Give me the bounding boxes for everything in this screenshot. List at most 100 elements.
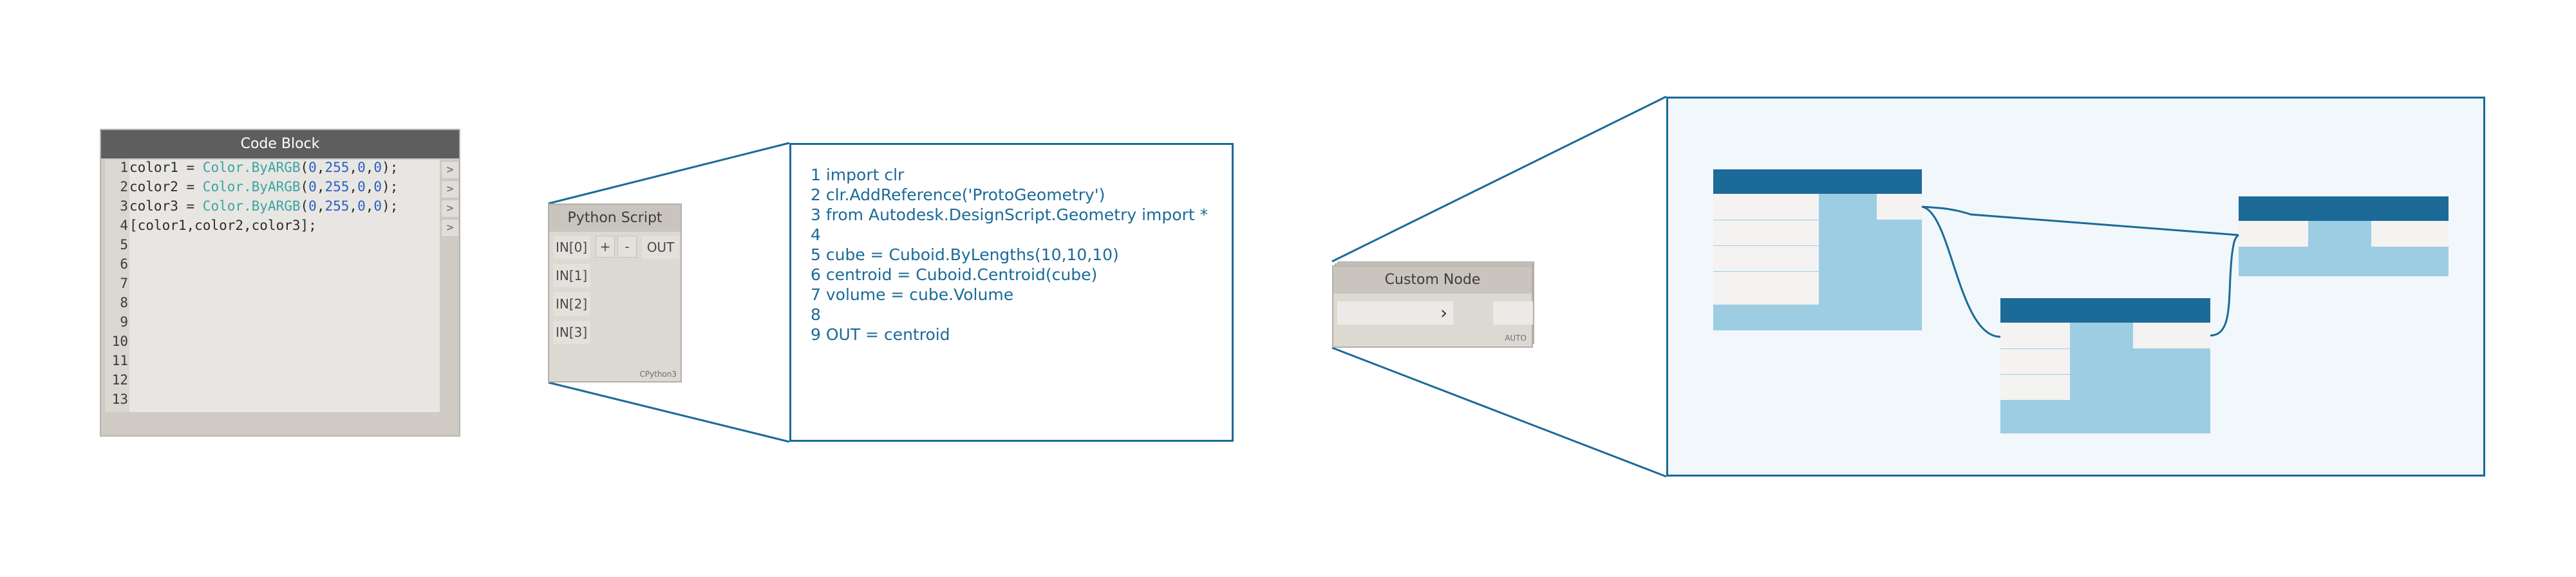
code-punct: ); xyxy=(382,179,399,194)
graph-wires xyxy=(1921,205,2239,338)
python-code-callout: 1 import clr 2 clr.AddReference('ProtoGe… xyxy=(789,143,1234,442)
wire-a-to-c xyxy=(1921,205,2239,236)
graph-node-a-output xyxy=(1877,194,1922,220)
code-number: 0 xyxy=(308,198,317,214)
code-number: 0 xyxy=(308,160,317,175)
code-number: 255 xyxy=(324,198,350,214)
graph-node-b-output xyxy=(2133,323,2210,348)
code-line: color1 = Color.ByARGB(0,255,0,0); xyxy=(129,160,399,175)
python-code-line: 3 from Autodesk.DesignScript.Geometry im… xyxy=(811,205,1208,224)
python-code-line: 8 xyxy=(811,305,821,324)
graph-node-c xyxy=(2239,196,2449,276)
graph-node-a xyxy=(1713,169,1922,330)
python-code-line: 4 xyxy=(811,225,821,244)
code-var: color2 = xyxy=(129,179,203,194)
code-number: 0 xyxy=(308,179,317,194)
code-punct: ( xyxy=(300,179,309,194)
code-number: 255 xyxy=(324,160,350,175)
input-port-2[interactable]: IN[2] xyxy=(553,292,590,316)
code-block-node[interactable]: Code Block 1 2 3 4 5 6 7 8 9 10 11 12 13… xyxy=(100,129,460,437)
line-number: 10 xyxy=(111,334,128,349)
python-code-line: 7 volume = cube.Volume xyxy=(811,285,1014,304)
line-number: 8 xyxy=(120,295,128,310)
line-number: 13 xyxy=(111,392,128,407)
graph-node-b xyxy=(2000,298,2210,433)
line-number: 7 xyxy=(120,276,128,291)
python-node-title: Python Script xyxy=(549,205,681,232)
python-code-line: 6 centroid = Cuboid.Centroid(cube) xyxy=(811,265,1098,284)
line-number: 9 xyxy=(120,314,128,330)
graph-node-c-header xyxy=(2239,196,2449,221)
code-punct: ); xyxy=(382,160,399,175)
code-punct: ( xyxy=(300,160,309,175)
divider xyxy=(1713,245,1819,246)
graph-node-a-inputs xyxy=(1713,194,1819,305)
code-block-title: Code Block xyxy=(101,130,459,158)
code-number: 0 xyxy=(357,179,366,194)
add-input-button[interactable]: + xyxy=(596,236,615,258)
code-editor[interactable] xyxy=(105,160,440,412)
wire-a-to-b xyxy=(1921,205,2001,338)
code-punct: ( xyxy=(300,198,309,214)
line-number: 1 xyxy=(120,160,128,175)
code-function: Color.ByARGB xyxy=(202,198,301,214)
code-line: color2 = Color.ByARGB(0,255,0,0); xyxy=(129,179,399,194)
line-number: 4 xyxy=(120,218,128,233)
code-number: 0 xyxy=(357,198,366,214)
custom-node[interactable]: Custom Node › AUTO xyxy=(1332,261,1536,348)
python-code-line: 5 cube = Cuboid.ByLengths(10,10,10) xyxy=(811,245,1119,264)
python-code-line: 2 clr.AddReference('ProtoGeometry') xyxy=(811,185,1105,204)
divider xyxy=(2000,348,2070,349)
wire-b-to-c xyxy=(2210,234,2239,337)
output-port[interactable]: > xyxy=(441,161,459,179)
graph-node-b-inputs xyxy=(2000,323,2070,400)
output-port[interactable]: > xyxy=(441,180,459,198)
code-number: 0 xyxy=(373,198,382,214)
graph-node-c-output xyxy=(2371,221,2449,247)
custom-node-input-port[interactable] xyxy=(1337,301,1453,325)
line-number: 2 xyxy=(120,179,128,194)
input-port-0[interactable]: IN[0] xyxy=(553,236,590,259)
remove-input-button[interactable]: - xyxy=(617,236,637,258)
code-function: Color.ByARGB xyxy=(202,160,301,175)
input-port-3[interactable]: IN[3] xyxy=(553,321,590,344)
custom-node-body: Custom Node › AUTO xyxy=(1332,265,1533,348)
python-code-line: 1 import clr xyxy=(811,166,905,184)
code-var: color3 = xyxy=(129,198,203,214)
engine-label: CPython3 xyxy=(639,370,677,379)
custom-node-title: Custom Node xyxy=(1333,267,1532,294)
python-script-node[interactable]: Python Script IN[0] IN[1] IN[2] IN[3] + … xyxy=(548,203,682,383)
graph-node-a-header xyxy=(1713,169,1922,194)
line-number: 5 xyxy=(120,237,128,252)
output-port[interactable]: > xyxy=(441,219,459,237)
code-number: 255 xyxy=(324,179,350,194)
code-number: 0 xyxy=(357,160,366,175)
line-number-gutter: 1 2 3 4 5 6 7 8 9 10 11 12 13 xyxy=(105,160,129,412)
output-port[interactable]: > xyxy=(441,200,459,218)
callout-line-top xyxy=(548,142,790,205)
divider xyxy=(1713,271,1819,272)
line-number: 12 xyxy=(111,372,128,388)
custom-node-output-port[interactable] xyxy=(1493,301,1533,325)
graph-line-bottom xyxy=(1331,346,1667,478)
graph-node-b-header xyxy=(2000,298,2210,323)
line-number: 11 xyxy=(111,353,128,368)
graph-line-top xyxy=(1331,95,1667,263)
line-number: 6 xyxy=(120,256,128,272)
output-port[interactable]: OUT xyxy=(642,236,679,259)
code-number: 0 xyxy=(373,179,382,194)
python-code-line: 9 OUT = centroid xyxy=(811,325,950,344)
code-punct: ); xyxy=(382,198,399,214)
line-number: 3 xyxy=(120,198,128,214)
code-line: color3 = Color.ByARGB(0,255,0,0); xyxy=(129,198,399,214)
code-number: 0 xyxy=(373,160,382,175)
divider xyxy=(2000,374,2070,375)
code-function: Color.ByARGB xyxy=(202,179,301,194)
graph-node-c-input xyxy=(2239,221,2308,247)
chevron-right-icon: › xyxy=(1440,302,1448,323)
custom-node-graph-callout xyxy=(1666,97,2485,477)
callout-line-bottom xyxy=(548,381,790,443)
code-var: color1 = xyxy=(129,160,203,175)
input-port-1[interactable]: IN[1] xyxy=(553,264,590,287)
